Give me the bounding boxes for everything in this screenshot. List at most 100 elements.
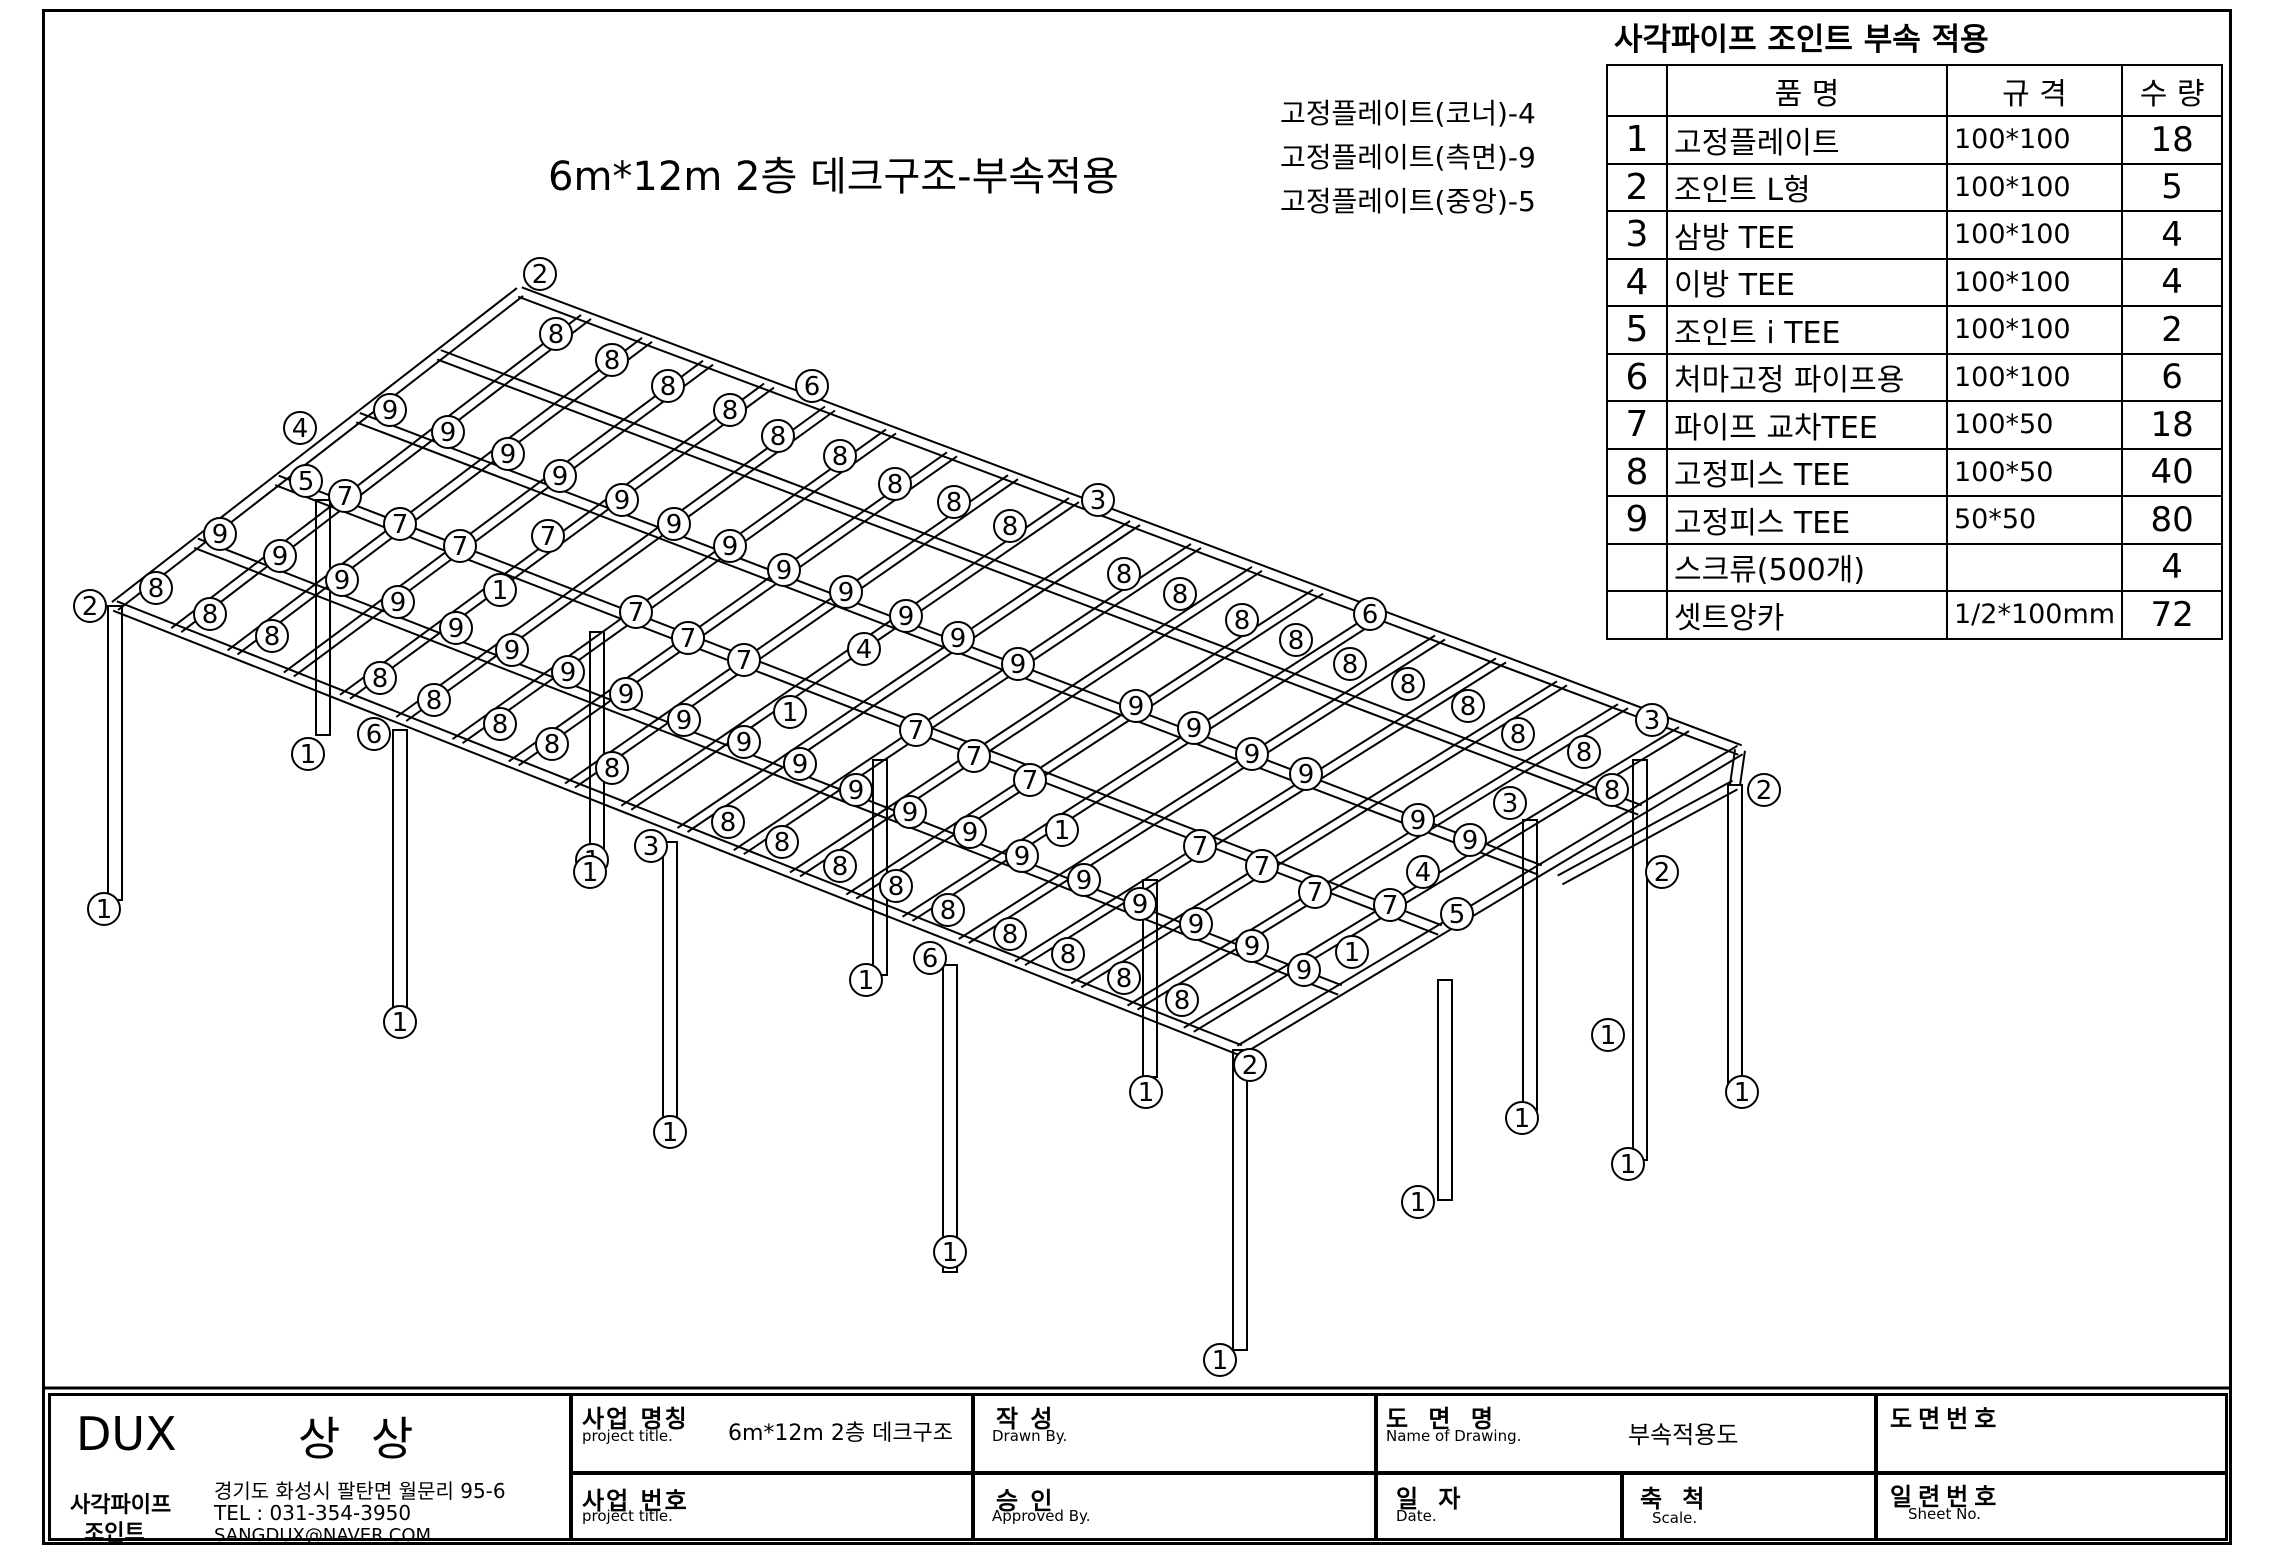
- deck-joist: [686, 524, 1141, 833]
- callout-circle: [1107, 961, 1141, 995]
- callout-number: 8: [946, 488, 963, 518]
- part-callout-8: 8: [993, 917, 1027, 951]
- part-callout-9: 9: [727, 725, 761, 759]
- callout-number: 9: [722, 532, 739, 562]
- callout-circle: [913, 941, 947, 975]
- callout-circle: [899, 713, 933, 747]
- parts-row: 스크류(500개)4: [1606, 542, 2224, 592]
- callout-number: 7: [392, 510, 409, 540]
- deck-joist: [799, 569, 1263, 878]
- deck-joist: [283, 359, 704, 674]
- part-callout-6: 6: [357, 717, 391, 751]
- callout-number: 8: [770, 422, 787, 452]
- part-qty: 6: [2121, 352, 2224, 402]
- callout-circle: [1645, 855, 1679, 889]
- part-callout-8: 8: [765, 825, 799, 859]
- part-callout-8: 8: [595, 343, 629, 377]
- callout-number: 2: [82, 592, 99, 622]
- part-callout-9: 9: [1005, 839, 1039, 873]
- callout-number: 8: [1460, 692, 1477, 722]
- callout-number: 1: [1620, 1150, 1637, 1180]
- part-callout-1: 1: [383, 1005, 417, 1039]
- callout-circle: [439, 611, 473, 645]
- company-tel: TEL : 031-354-3950: [214, 1501, 412, 1525]
- sheet-no-label: 일련번호: [1890, 1483, 2003, 1511]
- part-no: 5: [1606, 305, 1668, 355]
- callout-circle: [933, 1235, 967, 1269]
- callout-number: 8: [1116, 560, 1133, 590]
- callout-circle: [1401, 803, 1435, 837]
- deck-joist: [1070, 680, 1558, 985]
- deck-joist: [789, 565, 1253, 874]
- callout-number: 8: [148, 574, 165, 604]
- callout-number: 1: [492, 576, 509, 606]
- callout-circle: [1005, 839, 1039, 873]
- part-callout-8: 8: [1333, 647, 1367, 681]
- callout-circle: [671, 621, 705, 655]
- callout-number: 8: [1174, 986, 1191, 1016]
- callout-number: 9: [1128, 692, 1145, 722]
- callout-circle: [1725, 1075, 1759, 1109]
- callout-number: 9: [440, 418, 457, 448]
- callout-circle: [483, 573, 517, 607]
- callout-number: 1: [1410, 1188, 1427, 1218]
- date-label-en: Date.: [1396, 1507, 1437, 1525]
- deck-left-beam: [117, 295, 524, 611]
- part-callout-9: 9: [1067, 863, 1101, 897]
- callout-number: 9: [618, 680, 635, 710]
- part-callout-8: 8: [1279, 623, 1313, 657]
- part-callout-1: 1: [483, 573, 517, 607]
- callout-number: 9: [552, 462, 569, 492]
- callout-number: 9: [614, 486, 631, 516]
- callout-number: 3: [1090, 486, 1107, 516]
- callout-number: 7: [1192, 832, 1209, 862]
- callout-circle: [383, 1005, 417, 1039]
- deck-right-beam: [1236, 744, 1738, 1047]
- deck-joist: [395, 405, 826, 718]
- part-qty: 18: [2121, 115, 2224, 165]
- part-callout-8: 8: [1391, 667, 1425, 701]
- part-no: 2: [1606, 162, 1668, 212]
- part-callout-7: 7: [899, 713, 933, 747]
- part-callout-1: 1: [1129, 1075, 1163, 1109]
- project-name-label-en: project title.: [582, 1427, 673, 1445]
- callout-number: 7: [1254, 852, 1271, 882]
- callout-circle: [619, 595, 653, 629]
- callout-number: 8: [1060, 940, 1077, 970]
- part-callout-9: 9: [893, 795, 927, 829]
- callout-number: 8: [604, 754, 621, 784]
- part-callout-1: 1: [849, 963, 883, 997]
- callout-circle: [1163, 577, 1197, 611]
- part-callout-9: 9: [1119, 689, 1153, 723]
- front-post: [942, 964, 958, 1273]
- drawing-name-label: 도 면 명: [1386, 1405, 1499, 1433]
- project-name-cell: [571, 1393, 973, 1473]
- callout-number: 8: [202, 600, 219, 630]
- callout-circle: [1129, 1075, 1163, 1109]
- part-callout-8: 8: [535, 727, 569, 761]
- part-callout-7: 7: [383, 507, 417, 541]
- part-callout-8: 8: [651, 369, 685, 403]
- callout-number: 8: [1342, 650, 1359, 680]
- part-no: 6: [1606, 352, 1668, 402]
- callout-number: 9: [382, 396, 399, 426]
- callout-circle: [878, 467, 912, 501]
- deck-joist: [733, 543, 1192, 852]
- callout-number: 5: [298, 467, 315, 497]
- part-spec: [1945, 542, 2124, 592]
- project-name-value: 6m*12m 2층 데크구조: [728, 1421, 954, 1446]
- drawn-label: 작 성: [996, 1405, 1055, 1433]
- callout-circle: [1391, 667, 1425, 701]
- callout-number: 9: [212, 520, 229, 550]
- part-callout-8: 8: [1107, 961, 1141, 995]
- deck-joist: [1126, 703, 1619, 1007]
- part-qty: 4: [2121, 210, 2224, 260]
- deck-front-beam: [112, 609, 1239, 1056]
- callout-circle: [889, 599, 923, 633]
- part-spec: 100*50: [1945, 447, 2124, 497]
- part-callout-9: 9: [1123, 887, 1157, 921]
- callout-number: 1: [1514, 1104, 1531, 1134]
- callout-circle: [1123, 887, 1157, 921]
